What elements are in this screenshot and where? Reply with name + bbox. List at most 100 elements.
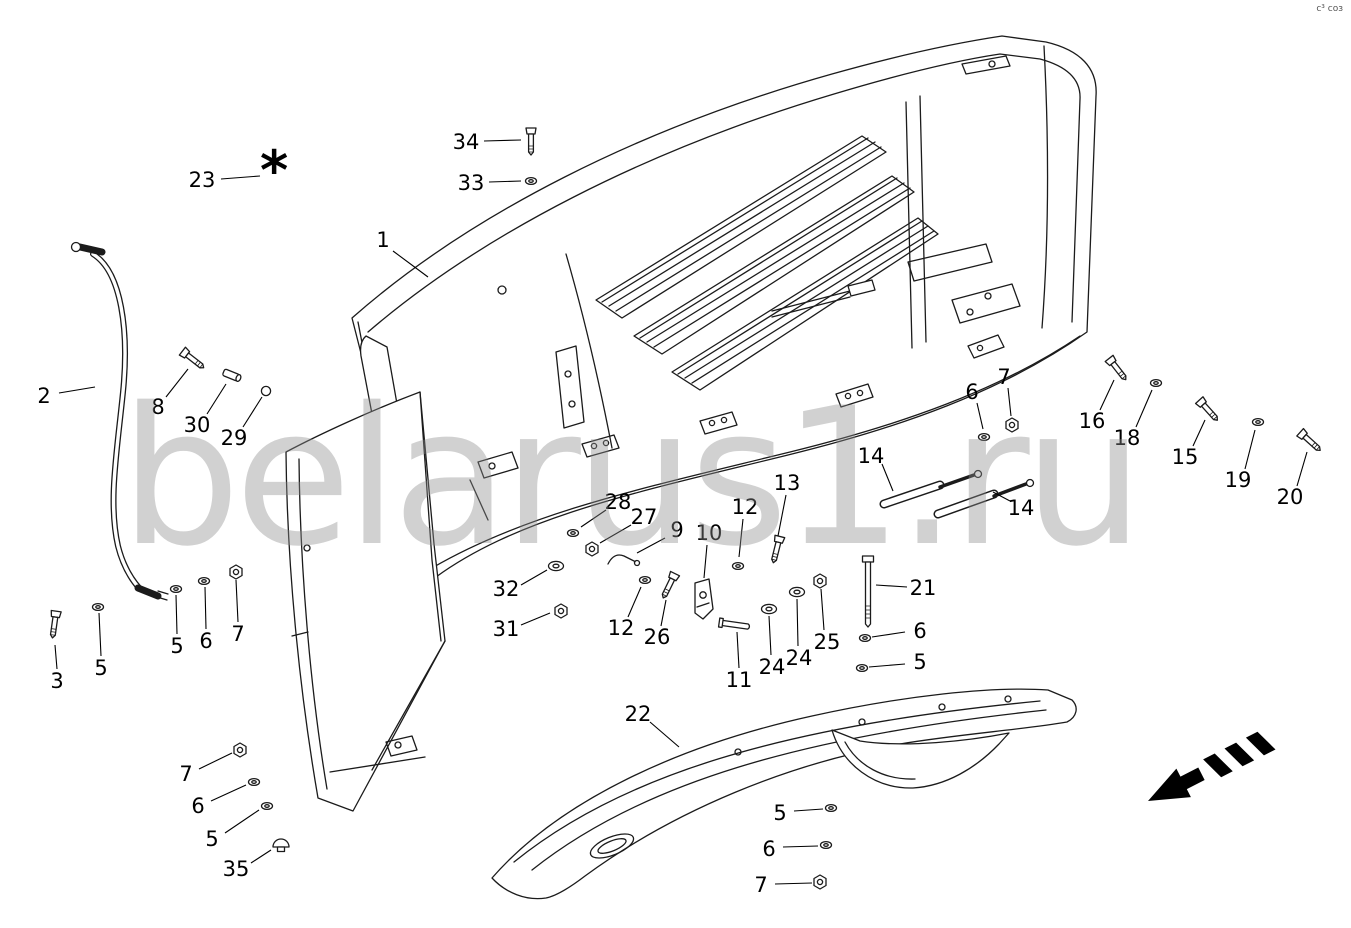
part-washer-28-icon [566, 528, 580, 538]
leader-line-5 [224, 809, 260, 834]
callout-22: 22 [625, 702, 652, 726]
leader-line-13 [777, 494, 787, 537]
callout-24: 24 [759, 655, 786, 679]
part-washer-5-mid-icon [855, 663, 869, 673]
part-washer-6-bottomleft-icon [247, 777, 261, 787]
callout-20: 20 [1277, 485, 1304, 509]
callout-11: 11 [726, 668, 753, 692]
part-ring-29-icon [260, 385, 272, 397]
callout-6: 6 [913, 619, 926, 643]
callout-15: 15 [1172, 445, 1199, 469]
part-bolt-26-icon [658, 570, 681, 601]
leader-line-6 [210, 784, 247, 802]
leader-line-7 [235, 579, 239, 623]
side-panel-drawing [285, 391, 446, 812]
part-washer-5-bottom-icon [824, 803, 838, 813]
callout-21: 21 [910, 576, 937, 600]
leader-line-20 [1296, 451, 1308, 487]
hose-drawing [70, 241, 169, 601]
callout-24: 24 [786, 646, 813, 670]
callout-33: 33 [458, 171, 485, 195]
callout-5: 5 [773, 801, 786, 825]
leader-line-33 [488, 180, 522, 183]
part-washer-6-mid-icon [858, 633, 872, 643]
leader-line-19 [1244, 429, 1256, 470]
part-washer-12-lower-icon [638, 575, 652, 585]
leader-line-7 [1007, 387, 1012, 417]
part-washer-32-icon [547, 560, 565, 572]
leader-line-23 [220, 175, 261, 180]
leader-line-6 [204, 586, 207, 630]
callout-5: 5 [170, 634, 183, 658]
lower-panel-drawing [491, 688, 1077, 900]
leader-line-30 [206, 383, 227, 415]
leader-line-22 [649, 721, 680, 748]
corner-mark: с³ соз [1316, 4, 1343, 14]
part-washer-33-icon [524, 176, 538, 186]
leader-line-34 [483, 139, 522, 142]
leader-line-10 [703, 544, 708, 579]
callout-28: 28 [605, 490, 632, 514]
part-nut-7-right-icon [1005, 417, 1019, 433]
callout-7: 7 [754, 873, 767, 897]
part-washer-6-bottom-icon [819, 840, 833, 850]
leader-line-5 [793, 808, 824, 812]
direction-arrow-icon [1148, 731, 1276, 801]
callout-34: 34 [453, 130, 480, 154]
part-washer-18-icon [1149, 378, 1163, 388]
leader-line-2 [58, 386, 96, 394]
leader-line-27 [599, 524, 632, 544]
callout-23: 23 [189, 168, 216, 192]
callout-2: 2 [37, 384, 50, 408]
part-nut-7-left-icon [229, 564, 243, 580]
hood-assembly-drawing [351, 35, 1097, 578]
leader-line-6 [871, 631, 906, 638]
callout-25: 25 [814, 630, 841, 654]
leader-line-6 [976, 402, 984, 430]
leader-line-21 [875, 584, 908, 588]
callout-27: 27 [631, 505, 658, 529]
leader-line-14 [881, 463, 894, 492]
callout-8: 8 [151, 395, 164, 419]
part-bolt-3-icon [46, 609, 62, 640]
callout-12: 12 [732, 495, 759, 519]
part-hook-9-icon [607, 554, 641, 567]
leader-line-26 [660, 599, 667, 627]
callout-7: 7 [997, 365, 1010, 389]
part-pin-11-icon [717, 617, 751, 632]
callout-13: 13 [774, 471, 801, 495]
part-bolt-34-icon [525, 127, 537, 156]
leader-line-24 [768, 615, 772, 656]
callout-26: 26 [644, 625, 671, 649]
leader-line-18 [1135, 389, 1153, 428]
callout-5: 5 [205, 827, 218, 851]
part-bolt-21-icon [861, 555, 875, 628]
leader-line-16 [1099, 379, 1115, 411]
callout-6: 6 [762, 837, 775, 861]
callout-32: 32 [493, 577, 520, 601]
leader-line-28 [580, 509, 607, 528]
part-cap-35-icon [272, 838, 290, 853]
callout-6: 6 [199, 629, 212, 653]
part-bolt-15-icon [1194, 396, 1222, 425]
part-latch-10-icon [694, 578, 714, 620]
leader-line-7 [774, 882, 813, 885]
part-washer-19-icon [1251, 417, 1265, 427]
part-washer-12-upper-icon [731, 561, 745, 571]
callout-35: 35 [223, 857, 250, 881]
asterisk-marker: * [260, 139, 289, 202]
part-washer-5-left-a-icon [91, 602, 105, 612]
gas-strut-drawing [879, 469, 1035, 519]
part-bolt-8-icon [178, 346, 208, 373]
callout-30: 30 [184, 413, 211, 437]
leader-line-11 [736, 631, 740, 669]
leader-line-29 [242, 396, 263, 428]
leader-line-12 [627, 586, 642, 618]
part-washer-6-left-icon [197, 576, 211, 586]
callout-19: 19 [1225, 468, 1252, 492]
leader-line-1 [392, 250, 429, 278]
part-bolt-13-icon [767, 534, 786, 565]
callout-18: 18 [1114, 426, 1141, 450]
part-washer-5-left-b-icon [169, 584, 183, 594]
